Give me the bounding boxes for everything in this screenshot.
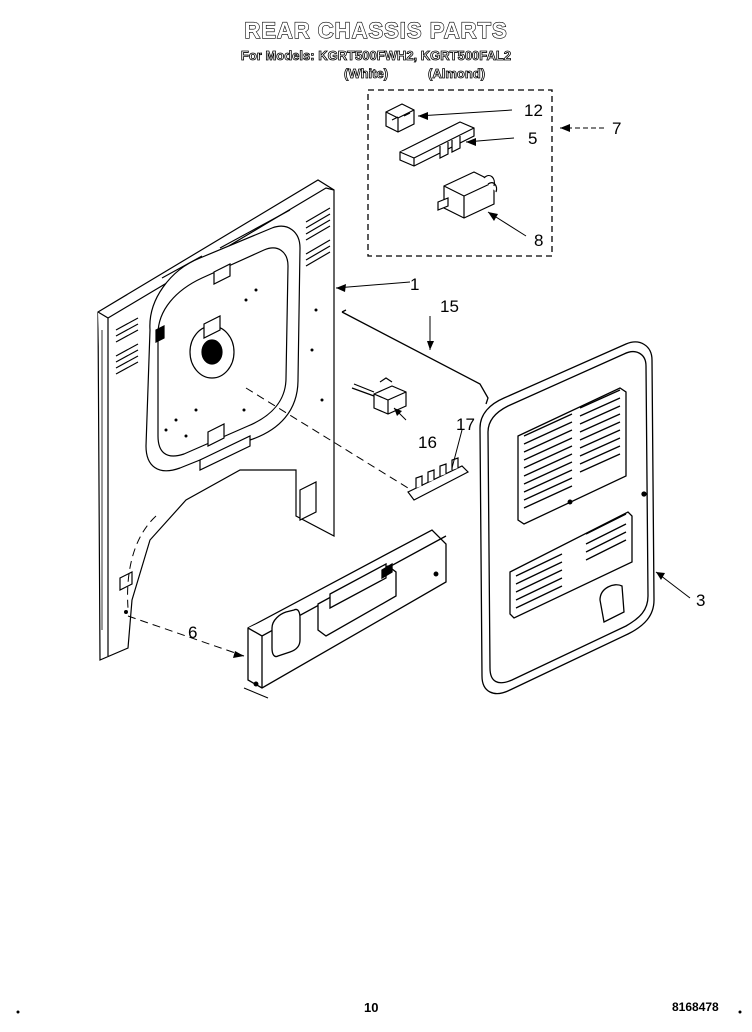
assembly-7-box [367, 89, 553, 257]
part-8-valve [437, 171, 498, 219]
part-6-lower-plate [247, 529, 447, 689]
variant-white: (White) [344, 66, 389, 82]
corner-mark-right [738, 1010, 742, 1014]
part-16-block [351, 377, 407, 415]
diagram-title: REAR CHASSIS PARTS [244, 17, 508, 43]
part-15-rod [341, 309, 489, 405]
variant-almond: (Almond) [428, 66, 486, 82]
callout-17: 17 [456, 415, 475, 434]
corner-mark-left [16, 1010, 20, 1014]
part-12-switch [385, 103, 415, 133]
arrowheads [233, 112, 665, 658]
part-3-rear-cover [479, 341, 655, 695]
callout-7: 7 [612, 119, 621, 138]
document-number: 8168478 [672, 1000, 719, 1014]
callout-12: 12 [524, 101, 543, 120]
callout-5: 5 [528, 129, 537, 148]
part-1-rear-chassis [97, 179, 335, 661]
page-number: 10 [364, 1000, 379, 1015]
callout-6: 6 [188, 623, 197, 642]
part-5-bracket [399, 121, 475, 167]
models-line: For Models: KGRT500FWH2, KGRT500FAL2 [240, 48, 512, 64]
callout-15: 15 [440, 297, 459, 316]
callout-1: 1 [410, 275, 419, 294]
part-17-clip [407, 457, 470, 501]
callout-8: 8 [534, 231, 543, 250]
callout-16: 16 [418, 433, 437, 452]
callout-3: 3 [696, 591, 705, 610]
